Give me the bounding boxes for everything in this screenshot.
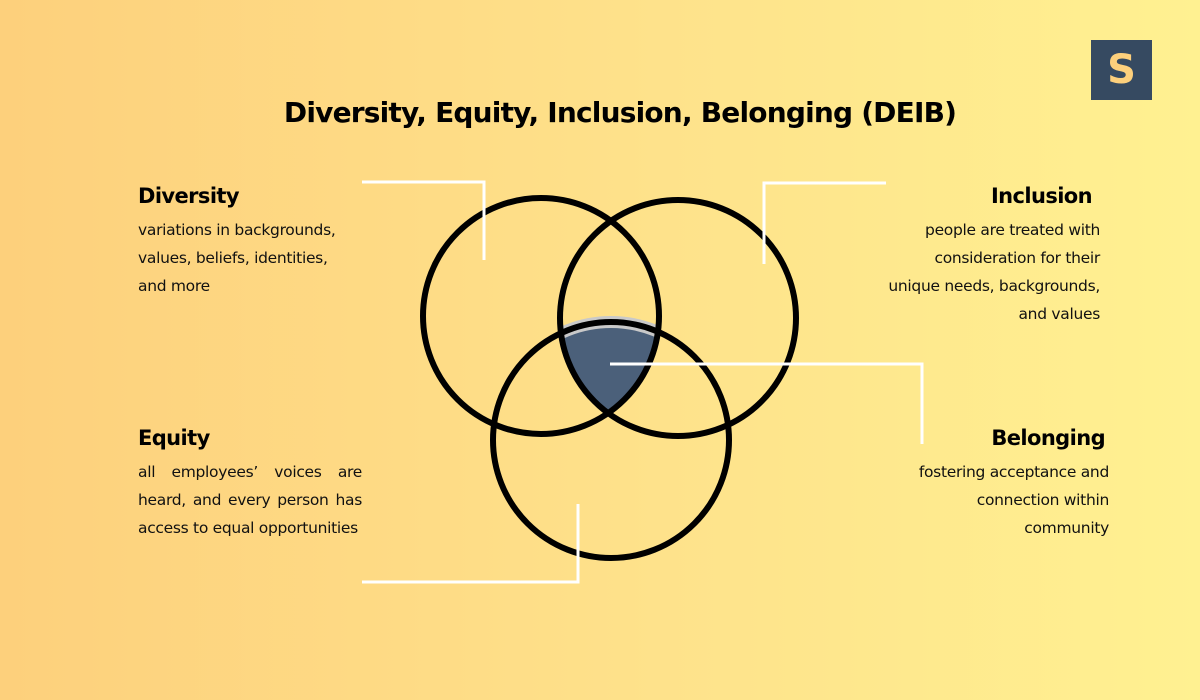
diversity-description: variations in backgrounds, values, belie… [138, 216, 368, 300]
equity-section: Equity all employees’ voices are heard, … [138, 426, 362, 542]
belonging-heading: Belonging [991, 426, 1105, 450]
belonging-section: Belonging fostering acceptance and conne… [860, 426, 1109, 542]
inclusion-heading: Inclusion [990, 184, 1093, 208]
diversity-heading: Diversity [138, 184, 240, 208]
inclusion-description: people are treated with consideration fo… [840, 216, 1100, 328]
logo-letter: S [1107, 47, 1136, 93]
inclusion-section: Inclusion people are treated with consid… [840, 184, 1100, 328]
inclusion-line: consideration for their [934, 249, 1100, 267]
equity-connector [362, 504, 580, 584]
equity-description: all employees’ voices are heard, and eve… [138, 463, 362, 537]
equity-heading: Equity [138, 426, 210, 450]
belonging-description: fostering acceptance and connection with… [860, 458, 1109, 542]
diversity-line: and more [138, 277, 210, 295]
inclusion-circle [557, 197, 799, 439]
logo: S [1091, 40, 1152, 100]
equity-circle [490, 319, 732, 561]
belonging-line: community [1024, 519, 1109, 537]
inclusion-line: unique needs, backgrounds, [888, 277, 1100, 295]
diversity-circle [420, 195, 662, 437]
inclusion-connector [762, 181, 886, 264]
belonging-connector [610, 362, 924, 444]
belonging-line: fostering acceptance and [918, 463, 1109, 481]
diversity-line: variations in backgrounds, [138, 221, 336, 239]
page-title: Diversity, Equity, Inclusion, Belonging … [283, 96, 957, 129]
belonging-line: connection within [976, 491, 1110, 509]
diversity-connector [362, 180, 486, 260]
diversity-line: values, beliefs, identities, [138, 249, 328, 267]
inclusion-line: and values [1018, 305, 1100, 323]
inclusion-line: people are treated with [925, 221, 1100, 239]
diversity-section: Diversity variations in backgrounds, val… [138, 184, 368, 300]
